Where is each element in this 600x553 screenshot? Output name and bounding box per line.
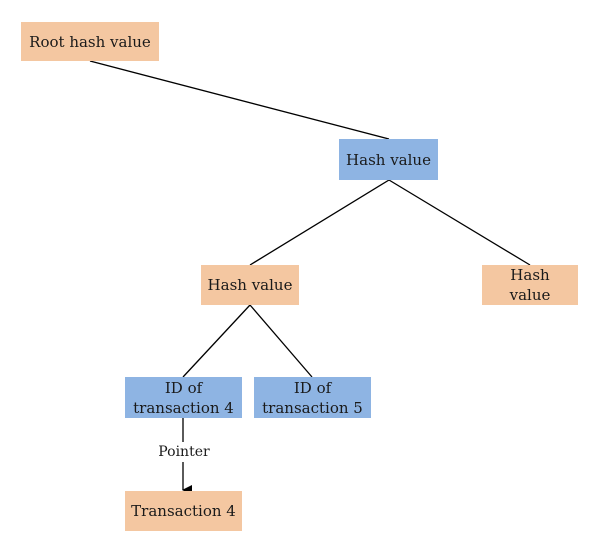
- right-hash-label: Hash value: [509, 266, 551, 304]
- transaction-5-id-node: ID of transaction 5: [254, 377, 371, 418]
- left-hash-node: Hash value: [201, 265, 299, 305]
- root-hash-label: Root hash value: [29, 32, 151, 51]
- edge-root-to-hash: [89, 60, 390, 140]
- transaction-4-id-node: ID of transaction 4: [125, 377, 242, 418]
- transaction-4-id-label: ID of transaction 4: [133, 378, 234, 417]
- left-hash-label: Hash value: [207, 276, 293, 294]
- edge-left-hash-to-tx5-id: [249, 304, 313, 378]
- level1-hash-node: Hash value: [339, 139, 438, 180]
- edge-left-hash-to-tx4-id: [182, 304, 251, 378]
- right-hash-node: Hash value: [482, 265, 578, 305]
- transaction-5-id-label: ID of transaction 5: [262, 378, 363, 417]
- level1-hash-label: Hash value: [346, 150, 431, 169]
- edge-hash-to-left-hash: [249, 179, 390, 266]
- root-hash-node: Root hash value: [21, 22, 159, 61]
- transaction-4-node: Transaction 4: [125, 491, 242, 531]
- pointer-label: Pointer: [146, 442, 222, 462]
- transaction-4-label: Transaction 4: [131, 502, 236, 520]
- edge-hash-to-right-hash: [388, 179, 531, 266]
